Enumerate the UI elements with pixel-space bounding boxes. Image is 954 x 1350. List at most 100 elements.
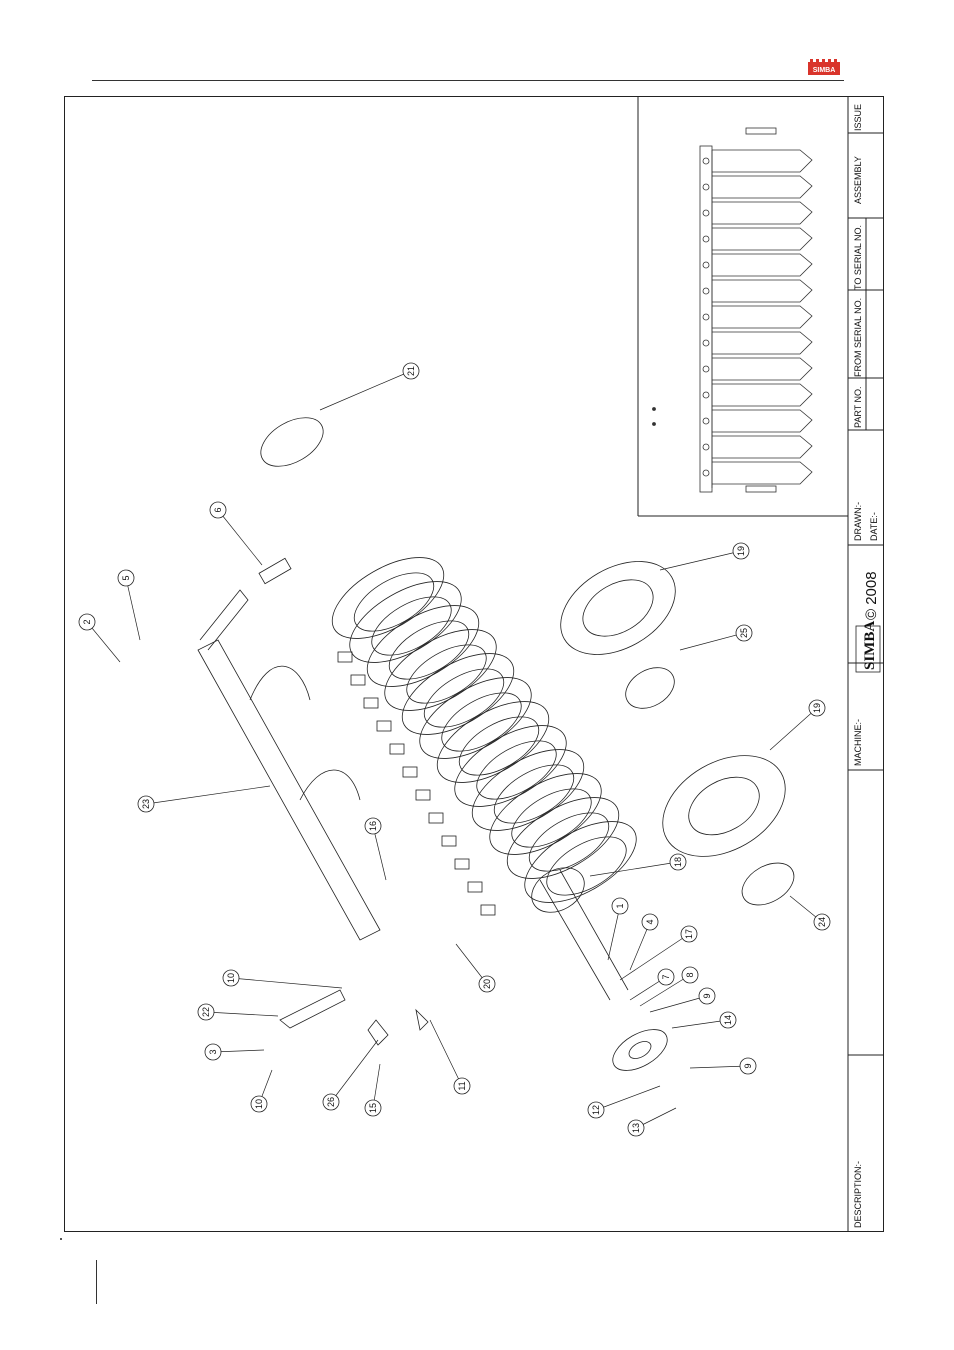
roller-disc xyxy=(345,561,443,643)
leader-line xyxy=(206,1012,278,1016)
scraper-tine xyxy=(429,813,443,823)
leader-line xyxy=(770,708,817,750)
leader-line xyxy=(331,1040,378,1102)
inset-bolt xyxy=(703,470,709,476)
inset-disc xyxy=(712,150,812,172)
leader-line xyxy=(218,510,262,565)
assembled-view xyxy=(653,128,813,492)
leader-line xyxy=(672,1020,728,1028)
drawn-label: DRAWN:- xyxy=(853,502,863,541)
leader-line xyxy=(650,996,707,1012)
inset-disc xyxy=(712,306,812,328)
scraper-tine xyxy=(338,652,352,662)
scraper-tine xyxy=(481,905,495,915)
roller-disc xyxy=(502,777,600,859)
inset-disc xyxy=(712,410,812,432)
scraper-tine xyxy=(377,721,391,731)
roller-assembly xyxy=(198,408,803,1079)
inset-bolt xyxy=(703,262,709,268)
callout-label: 4 xyxy=(645,919,655,924)
callout-label: 10 xyxy=(226,973,236,983)
inset-disc xyxy=(712,254,812,276)
leader-line xyxy=(690,1066,748,1068)
leader-line xyxy=(680,633,744,650)
roller-disc xyxy=(467,729,565,811)
callout-label: 8 xyxy=(685,972,695,977)
callout-label: 25 xyxy=(739,628,749,638)
roller-disc xyxy=(362,585,460,667)
leader-line xyxy=(430,1020,462,1086)
inset-disc xyxy=(712,358,812,380)
roller-disc xyxy=(432,681,530,763)
leader-line xyxy=(620,934,689,980)
copyright-text: © 2008 xyxy=(863,571,880,620)
callout-label: 23 xyxy=(141,799,151,809)
issue-label: ISSUE xyxy=(853,104,863,131)
roller-disc xyxy=(485,753,583,835)
callout-label: 21 xyxy=(406,366,416,376)
scraper-tine xyxy=(442,836,456,846)
leader-line xyxy=(596,1086,660,1110)
callout-label: 16 xyxy=(368,821,378,831)
callout-label: 19 xyxy=(736,546,746,556)
callout-label: 1 xyxy=(615,903,625,908)
leader-line xyxy=(126,578,140,640)
inset-bolt xyxy=(703,366,709,372)
scraper-tine xyxy=(351,675,365,685)
callout-label: 24 xyxy=(817,917,827,927)
assembly-label: ASSEMBLY xyxy=(853,156,863,204)
scraper-tine xyxy=(364,698,378,708)
scraper-tine xyxy=(468,882,482,892)
roller-disc xyxy=(380,609,478,691)
roller-disc xyxy=(520,801,618,883)
callout-label: 18 xyxy=(673,857,683,867)
callout-label: 3 xyxy=(208,1049,218,1054)
inset-bolt xyxy=(703,236,709,242)
callout-label: 7 xyxy=(661,974,671,979)
inset-disc xyxy=(712,332,812,354)
brand-text: SIMBA xyxy=(862,621,878,670)
callout-label: 26 xyxy=(326,1097,336,1107)
roller-disc xyxy=(397,633,495,715)
leader-line xyxy=(320,371,411,410)
callout-label: 14 xyxy=(723,1015,733,1025)
part-no-label: PART NO. xyxy=(853,386,863,428)
inset-disc xyxy=(712,176,812,198)
leader-line xyxy=(590,862,678,876)
roller-disc xyxy=(450,705,548,787)
callout-label: 12 xyxy=(591,1105,601,1115)
scraper-tine xyxy=(455,859,469,869)
callout-label: 11 xyxy=(457,1081,467,1090)
inset-bolt xyxy=(703,444,709,450)
inset-bolt xyxy=(703,184,709,190)
inset-disc xyxy=(712,202,812,224)
inset-bolt xyxy=(703,314,709,320)
callout-label: 5 xyxy=(121,575,131,580)
callout-label: 17 xyxy=(684,929,694,939)
brand-mark: SIMBA xyxy=(856,621,880,672)
inset-bolt xyxy=(703,418,709,424)
inset-bolt xyxy=(703,158,709,164)
callout-label: 9 xyxy=(743,1063,753,1068)
leader-line xyxy=(146,786,270,804)
inset-bolt xyxy=(703,288,709,294)
callout-label: 19 xyxy=(812,703,822,713)
inset-disc xyxy=(712,462,812,484)
inset-disc xyxy=(712,384,812,406)
description-label: DESCRIPTION:- xyxy=(853,1161,863,1228)
callout-label: 13 xyxy=(631,1123,641,1133)
inset-bolt xyxy=(703,210,709,216)
callout-label: 15 xyxy=(368,1103,378,1113)
title-block xyxy=(638,96,884,1232)
scraper-tine xyxy=(416,790,430,800)
callout-label: 6 xyxy=(213,507,223,512)
inset-bolt xyxy=(703,340,709,346)
inset-disc xyxy=(712,228,812,250)
inset-disc xyxy=(712,436,812,458)
inset-disc xyxy=(712,280,812,302)
callout-label: 22 xyxy=(201,1007,211,1017)
callout-label: 9 xyxy=(702,993,712,998)
roller-disc xyxy=(415,657,513,739)
